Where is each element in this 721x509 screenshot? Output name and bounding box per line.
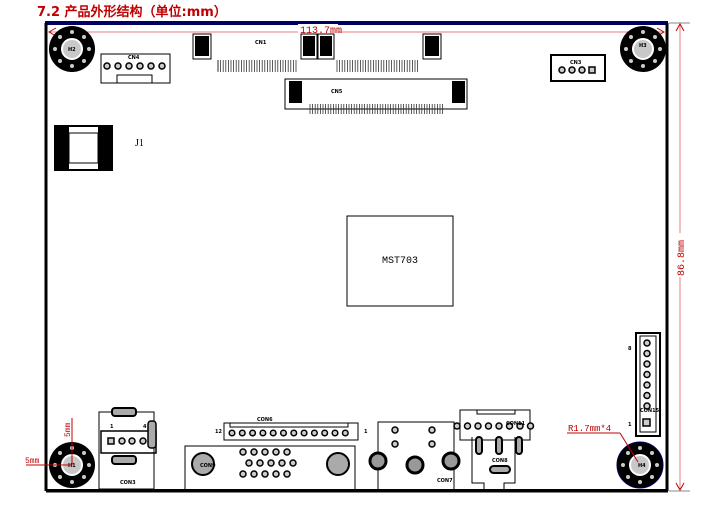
pin <box>310 429 318 437</box>
pin <box>261 470 269 478</box>
con15-pin-label: 8 <box>628 346 632 352</box>
hole-label: H1 <box>68 463 76 469</box>
con15-label: CON15 <box>640 408 660 414</box>
con7-label: CON7 <box>437 478 453 484</box>
width-dimension: 113.7mm <box>47 24 666 37</box>
con3-pin-label: 4 <box>143 424 147 430</box>
pin <box>269 429 277 437</box>
pin <box>289 459 297 467</box>
pin <box>245 459 253 467</box>
pin <box>238 429 246 437</box>
pin <box>267 459 275 467</box>
width-label: 113.7mm <box>300 26 342 37</box>
mounting-hole-h2: H2 <box>49 26 95 72</box>
pin <box>272 470 280 478</box>
connector-cn1: CN1 <box>192 33 442 72</box>
mounting-hole-h3: H3 <box>620 26 666 72</box>
pin <box>283 470 291 478</box>
cn3-label: CN3 <box>570 60 582 66</box>
connector-cn4: CN4 <box>100 53 171 84</box>
pin <box>516 422 524 430</box>
section-title: 7.2 产品外形结构（单位:mm） <box>37 4 227 20</box>
height-label: 86.8mm <box>677 240 688 276</box>
pin <box>228 429 236 437</box>
pin <box>259 429 267 437</box>
hole-label: H4 <box>638 463 646 469</box>
con9-label: CON9 <box>200 463 216 469</box>
pin <box>278 459 286 467</box>
pin <box>643 349 651 358</box>
pin <box>321 429 329 437</box>
pin <box>643 339 651 347</box>
hole-label: H3 <box>639 43 647 49</box>
connector-con6: CON6 12 <box>215 417 359 441</box>
pin <box>643 370 651 379</box>
pin <box>643 360 651 368</box>
pin <box>283 448 291 456</box>
pin <box>300 429 308 437</box>
hole-radius-label: R1.7mm*4 <box>568 424 611 434</box>
con15-pin-label: 1 <box>628 422 632 428</box>
connector-cn3: CN3 <box>550 54 606 82</box>
cn4-label: CN4 <box>128 55 140 61</box>
pin <box>272 448 280 456</box>
pin <box>474 422 482 430</box>
jumper-j1: J1 <box>54 125 144 171</box>
cn5-label: CN5 <box>331 89 343 95</box>
pin <box>643 391 651 400</box>
pin <box>239 470 247 478</box>
pin <box>250 448 258 456</box>
hole-label: H2 <box>68 47 76 53</box>
pin <box>505 422 514 430</box>
connector-con7: CON7 1 <box>364 421 461 492</box>
pin <box>495 422 503 430</box>
con8-label: CON8 <box>492 458 508 464</box>
con7-pin-label: 1 <box>364 429 368 435</box>
connector-con3: 1 4 CON3 <box>98 407 157 490</box>
con3-pin-label: 1 <box>110 424 114 430</box>
con11-label: CON11 <box>506 421 526 427</box>
connector-con11: CON11 <box>453 409 535 441</box>
pin <box>331 429 339 437</box>
pin <box>250 470 258 478</box>
pin <box>463 422 472 430</box>
pin <box>290 429 298 437</box>
con6-pin-label: 12 <box>215 429 222 435</box>
pin <box>484 422 493 430</box>
j1-label: J1 <box>135 138 144 149</box>
chip-label: MST703 <box>382 256 418 267</box>
pin <box>643 381 651 389</box>
pin <box>279 429 288 437</box>
connector-con9-vga: CON9 <box>184 445 356 492</box>
pin <box>643 402 651 410</box>
connector-con8: CON8 <box>471 436 523 491</box>
pin <box>249 429 257 437</box>
offset-x-label: 5mm <box>25 457 40 466</box>
cn1-label: CN1 <box>255 40 267 46</box>
pin <box>453 422 461 430</box>
pin <box>341 429 349 437</box>
pin <box>526 422 535 430</box>
height-dimension: 86.8mm <box>669 22 690 492</box>
connector-cn5: CN5 <box>284 78 468 114</box>
mounting-hole-h4: H4 <box>616 441 664 489</box>
offset-y-label: 5mm <box>64 422 73 437</box>
pin <box>261 448 269 456</box>
main-chip: MST703 <box>346 215 454 307</box>
con3-label: CON3 <box>120 480 136 486</box>
board-outline <box>45 22 668 491</box>
connector-con15: CON15 8 1 <box>628 332 661 437</box>
offset-dimensions: 5mm 5mm R1.7mm*4 <box>25 418 639 466</box>
con6-label: CON6 <box>257 417 273 423</box>
pin <box>239 448 247 456</box>
pin <box>256 459 264 467</box>
